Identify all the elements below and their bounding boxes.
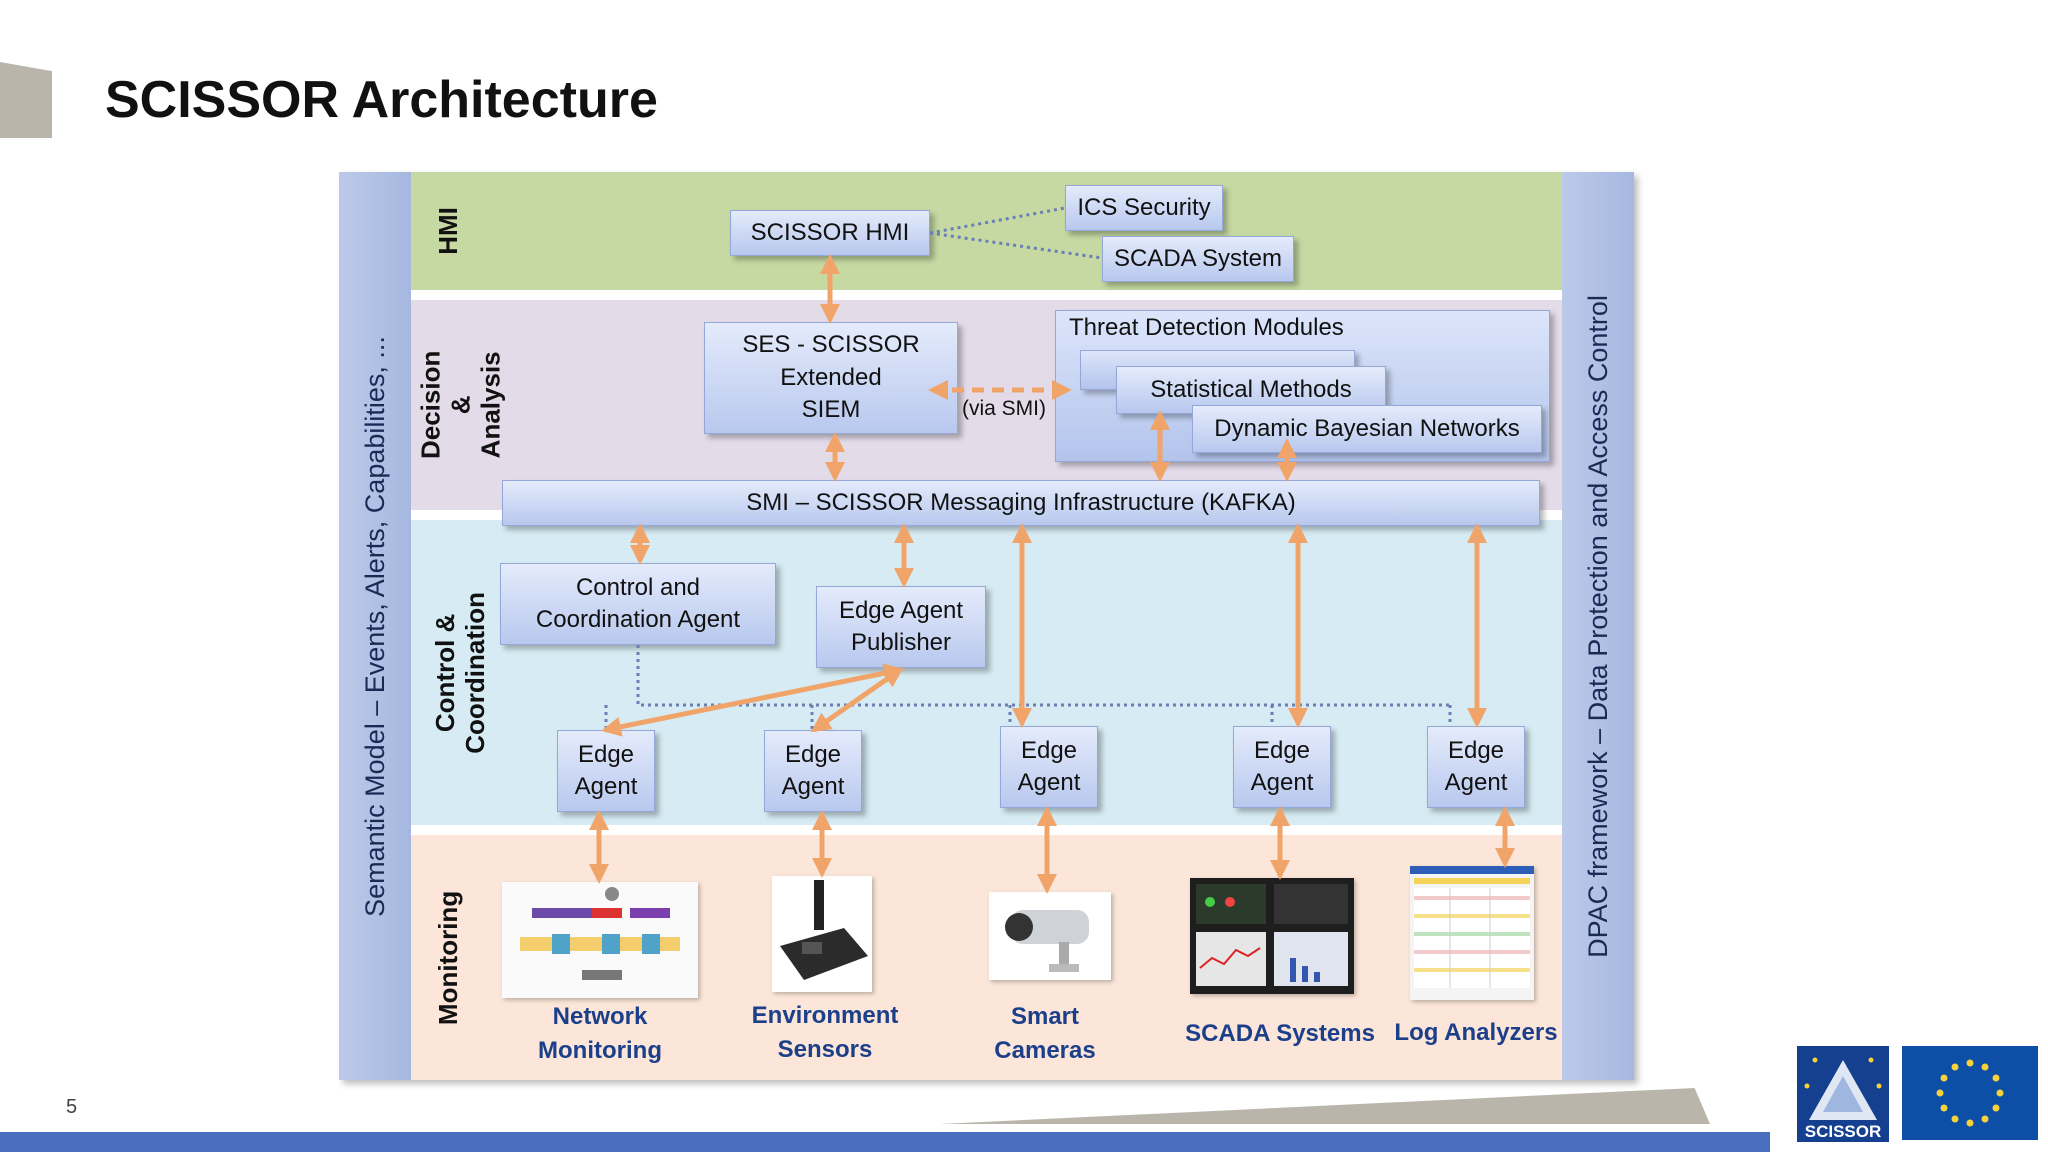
scada-systems-label: SCADA Systems	[1185, 1020, 1375, 1047]
network-monitoring-image	[502, 882, 698, 998]
hmi-layer	[411, 172, 1562, 290]
log-analyzer-image	[1410, 866, 1534, 1000]
scissor-logo-text: SCISSOR	[1804, 1122, 1882, 1141]
scada-systems-image	[1190, 878, 1354, 994]
smart-camera-image	[989, 892, 1111, 980]
scissor-logo: SCISSOR	[1797, 1046, 1889, 1142]
threat-detection-title: Threat Detection Modules	[1069, 314, 1344, 341]
smi-kafka-bar: SMI – SCISSOR Messaging Infrastructure (…	[502, 480, 1540, 526]
control-coordination-agent-box: Control and Coordination Agent	[500, 563, 776, 645]
via-smi-label: (via SMI)	[962, 397, 1046, 420]
publisher-edge2-arrow	[810, 667, 904, 733]
environment-sensors-label: Environment Sensors	[751, 1002, 899, 1063]
edge-agent-publisher-box: Edge Agent Publisher	[816, 586, 986, 668]
smart-cameras-label: Smart Cameras	[994, 1003, 1096, 1064]
eu-flag-logo	[1902, 1046, 2038, 1140]
dpac-bar: DPAC framework – Data Protection and Acc…	[1562, 172, 1634, 1080]
ics-security-box: ICS Security	[1065, 185, 1223, 231]
title-accent-shape	[0, 62, 52, 138]
edge-agent-box: Edge Agent	[1427, 726, 1525, 808]
hmi-ics-link	[929, 206, 1066, 235]
slide-title: SCISSOR Architecture	[105, 71, 658, 129]
ses-siem-box: SES - SCISSOR Extended SIEM	[704, 322, 958, 434]
network-monitoring-label: Network Monitoring	[538, 1003, 662, 1064]
hmi-scada-link	[929, 231, 1103, 260]
log-analyzers-label: Log Analyzers	[1394, 1019, 1558, 1046]
environment-sensor-image	[772, 876, 872, 992]
scada-system-box: SCADA System	[1102, 236, 1294, 282]
page-number: 5	[66, 1096, 78, 1118]
scissor-hmi-box: SCISSOR HMI	[730, 210, 930, 256]
edge-agent-box: Edge Agent	[557, 730, 655, 812]
footer-bar	[0, 1132, 1770, 1152]
semantic-model-bar: Semantic Model – Events, Alerts, Capabil…	[339, 172, 411, 1080]
edge-agent-box: Edge Agent	[1233, 726, 1331, 808]
bayesian-networks-box: Dynamic Bayesian Networks	[1192, 405, 1542, 453]
edge-agent-box: Edge Agent	[764, 730, 862, 812]
edge-agent-box: Edge Agent	[1000, 726, 1098, 808]
